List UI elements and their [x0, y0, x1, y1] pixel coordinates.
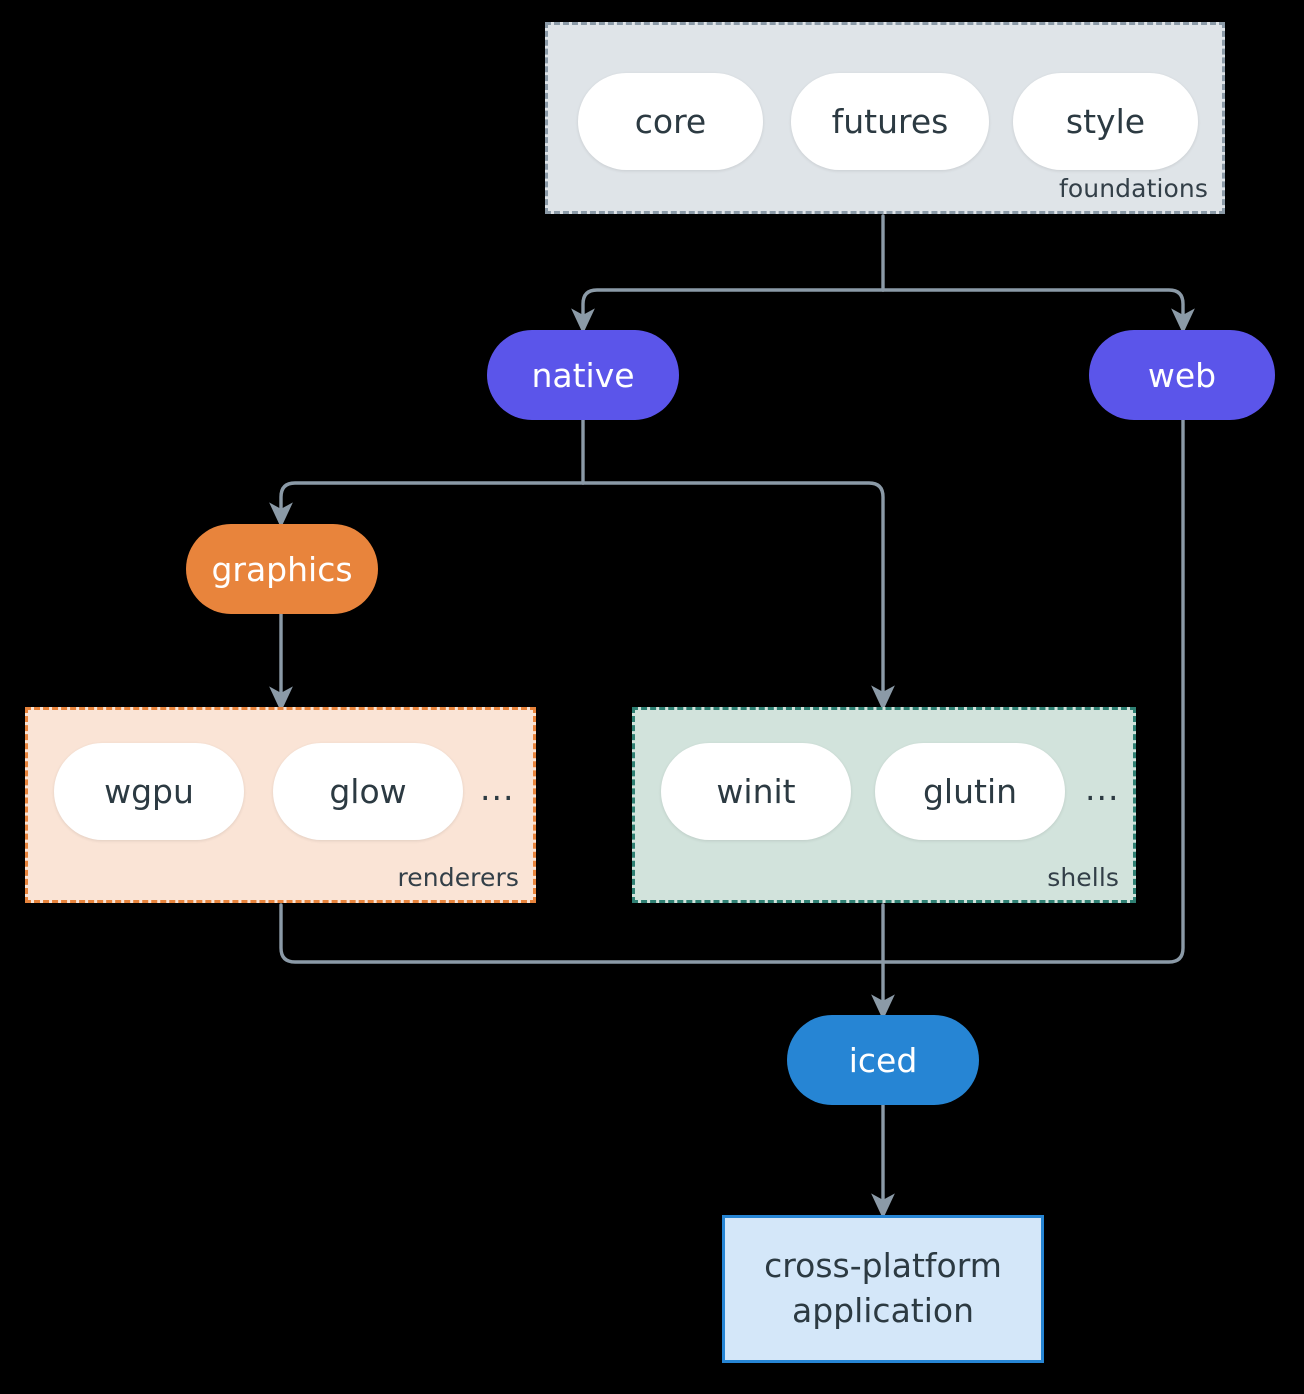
terminal-line-2: application: [791, 1291, 975, 1330]
shells-item-glutin[interactable]: glutin: [875, 743, 1065, 840]
node-native[interactable]: native: [487, 330, 679, 420]
edge-native-to-graphics: [269, 481, 585, 528]
group-foundations: core futures style foundations: [545, 22, 1225, 214]
node-iced[interactable]: iced: [787, 1015, 979, 1105]
foundations-item-futures[interactable]: futures: [791, 73, 989, 170]
shells-item-winit[interactable]: winit: [661, 743, 851, 840]
foundations-item-style[interactable]: style: [1013, 73, 1198, 170]
shells-ellipsis: ...: [1085, 769, 1120, 808]
edge-foundations-to-native: [571, 288, 885, 334]
renderers-item-glow[interactable]: glow: [273, 743, 463, 840]
renderers-item-wgpu[interactable]: wgpu: [54, 743, 244, 840]
renderers-ellipsis: ...: [480, 769, 515, 808]
renderers-item-wgpu-label: wgpu: [104, 772, 194, 811]
foundations-item-core[interactable]: core: [578, 73, 763, 170]
foundations-item-core-label: core: [634, 102, 707, 141]
foundations-item-style-label: style: [1065, 102, 1146, 141]
node-iced-label: iced: [848, 1040, 918, 1080]
shells-item-winit-label: winit: [716, 772, 796, 811]
terminal-line-1: cross-platform: [764, 1246, 1002, 1286]
group-renderers-label: renderers: [397, 863, 519, 892]
node-web-label: web: [1147, 355, 1217, 395]
group-shells: winit glutin ... shells: [632, 707, 1136, 903]
terminal-cross-platform-application[interactable]: cross-platform application: [722, 1215, 1044, 1363]
group-foundations-label: foundations: [1059, 174, 1208, 203]
edge-renderers-to-merge: [279, 903, 885, 964]
foundations-item-futures-label: futures: [831, 102, 949, 141]
renderers-item-glow-label: glow: [329, 772, 407, 811]
edge-foundations-to-web: [881, 288, 1195, 334]
node-graphics-label: graphics: [211, 549, 353, 589]
node-graphics[interactable]: graphics: [186, 524, 378, 614]
group-renderers: wgpu glow ... renderers: [25, 707, 536, 903]
shells-item-glutin-label: glutin: [922, 772, 1018, 811]
node-web[interactable]: web: [1089, 330, 1275, 420]
node-native-label: native: [531, 355, 635, 395]
edge-native-to-shells: [581, 481, 895, 711]
group-shells-label: shells: [1047, 863, 1119, 892]
